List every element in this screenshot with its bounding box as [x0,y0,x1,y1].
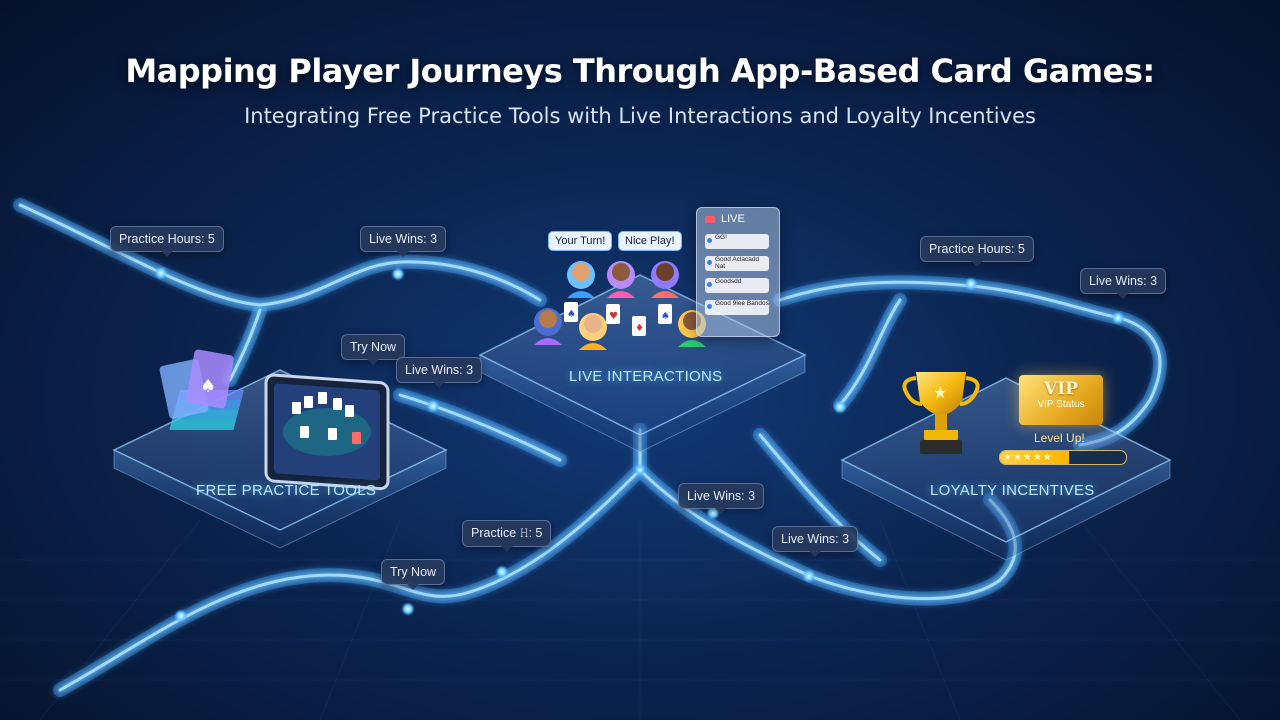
path-tag: Live Wins: 3 [772,526,859,557]
svg-text:♦: ♦ [635,323,644,334]
chat-header-label: LIVE [721,213,745,225]
vip-status-label: VIP Status [1037,399,1085,410]
svg-text:♠: ♠ [567,309,576,320]
path-tag: Practice Hours: 5 [110,226,224,257]
avatar-icon [607,261,635,298]
chat-message: Goodsdd [705,278,769,293]
speech-bubble: Your Turn! [548,231,613,251]
chat-message: GG! [705,234,769,249]
playing-card-icon: ♠ ♥ ♦ ♠ [564,302,672,336]
trophy-icon: ★ [902,372,980,454]
path-tag: Live Wins: 3 [360,226,447,257]
chat-message: Good 9lee Bandos [705,300,769,315]
avatar-group-icon: ♠ ♥ ♦ ♠ [534,261,706,350]
path-tag: Practice 𝙷: 5 [462,520,552,552]
svg-text:♠: ♠ [661,311,670,322]
path-tag: Live Wins: 3 [678,483,765,514]
star-rating-icon: ★★★★★ [1003,452,1053,463]
path-nodes [154,266,1125,623]
loyalty-progress-fill: ★★★★★ [1000,451,1070,464]
avatar-icon [567,261,595,298]
loyalty-progress-bar: ★★★★★ [999,450,1127,465]
path-tag: Live Wins: 3 [396,357,483,388]
speech-bubble: Nice Play! [618,231,682,251]
avatar-icon [534,308,562,345]
hub-loyalty-platform [840,377,1172,561]
chat-header: LIVE [705,213,745,225]
svg-text:♠: ♠ [200,376,216,397]
hub-label-live: LIVE INTERACTIONS [569,368,723,385]
svg-text:★: ★ [933,383,947,402]
path-tag: Practice Hours: 5 [920,236,1034,267]
try-now-tag[interactable]: Try Now [341,334,406,365]
camera-icon [705,215,715,223]
card-stack-icon: ♠ [159,349,245,430]
tablet-icon [264,373,390,491]
chat-message: Good Aclacadd Nat [705,256,769,271]
svg-text:♥: ♥ [609,311,618,322]
path-tag: Live Wins: 3 [1080,268,1167,299]
avatar-icon [651,261,679,298]
hub-label-practice: FREE PRACTICE TOOLS [196,482,377,499]
avatar-icon [579,313,607,350]
level-up-label: Level Up! [1034,431,1085,445]
try-now-tag[interactable]: Try Now [381,559,446,590]
vip-card-icon: VIP VIP Status [1019,375,1103,425]
page-subtitle: Integrating Free Practice Tools with Liv… [244,104,1036,128]
hub-label-loyalty: LOYALTY INCENTIVES [930,482,1095,499]
live-chat-panel[interactable]: LIVE GG! Good Aclacadd Nat Goodsdd Good … [696,207,780,337]
page-title: Mapping Player Journeys Through App-Base… [125,52,1155,90]
vip-title: VIP [1044,379,1078,399]
